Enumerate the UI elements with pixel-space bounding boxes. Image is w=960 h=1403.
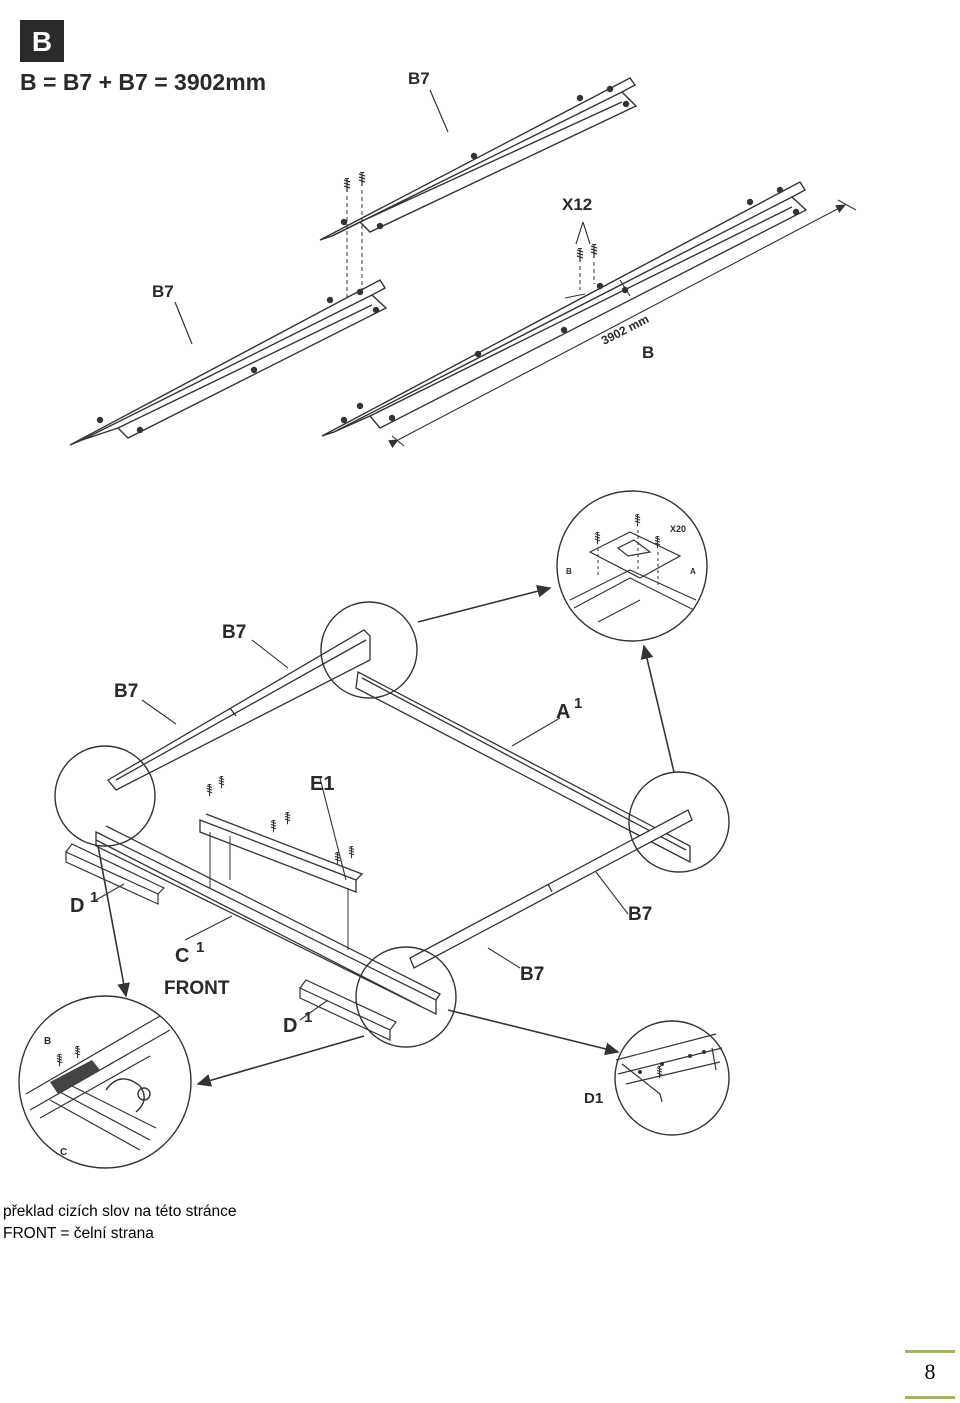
label-d1-bottom: D	[283, 1015, 297, 1037]
footer-translation-entry: FRONT = čelní strana	[3, 1225, 154, 1242]
label-b7-left: B7	[152, 282, 174, 301]
detail-label-c-bottom: C	[60, 1147, 67, 1158]
footer-translation-heading: překlad cizích slov na této stránce	[3, 1203, 237, 1220]
page-number-bottom-line	[905, 1396, 955, 1399]
detail-label-b-bottom: B	[44, 1036, 51, 1047]
detail-label-a-top: A	[690, 567, 696, 576]
label-b7-bottom: B7	[520, 964, 544, 985]
callout-circle-right	[628, 771, 730, 873]
label-a1-sup: 1	[574, 695, 582, 712]
page-number-top-line	[905, 1350, 955, 1353]
detail-bottom-left: B C	[18, 995, 192, 1169]
label-x12: X12	[562, 195, 592, 214]
callout-circle-bottom	[355, 946, 457, 1048]
label-d1-left-sup: 1	[90, 889, 98, 906]
label-c1-sup: 1	[196, 939, 204, 956]
label-b7-left-main: B7	[114, 681, 138, 702]
section-badge: B	[20, 20, 64, 62]
detail-label-d1: D1	[584, 1090, 603, 1107]
detail-label-x20: X20	[670, 524, 686, 534]
callout-circle-left	[54, 745, 156, 847]
formula-heading: B = B7 + B7 = 3902mm	[20, 69, 266, 95]
label-b-combined: B	[642, 343, 654, 362]
label-b7-right: B7	[628, 904, 652, 925]
detail-label-b-top: B	[566, 567, 572, 576]
rail-a1	[355, 670, 691, 864]
label-b7-top: B7	[222, 622, 246, 643]
label-a1: A	[556, 701, 570, 723]
callout-circle-top	[320, 601, 418, 699]
label-b7-upper: B7	[408, 69, 430, 88]
profile-b7-left	[69, 279, 388, 446]
rail-d1-left	[65, 843, 166, 905]
label-front: FRONT	[164, 978, 230, 999]
profile-b7-upper	[319, 77, 638, 241]
label-d1-left: D	[70, 895, 84, 917]
rail-b7-right	[409, 809, 693, 969]
detail-bottom-right: D1	[584, 1020, 730, 1136]
label-d1-bottom-sup: 1	[304, 1009, 312, 1026]
section-badge-letter: B	[32, 26, 52, 57]
label-e1: E1	[310, 773, 334, 795]
rail-e1	[199, 813, 364, 950]
detail-top-right: X20 B A	[556, 490, 708, 642]
rail-c1-front	[95, 825, 441, 1016]
label-c1: C	[175, 945, 189, 967]
rail-b7-top	[107, 629, 371, 791]
page-number: 8	[924, 1359, 936, 1384]
